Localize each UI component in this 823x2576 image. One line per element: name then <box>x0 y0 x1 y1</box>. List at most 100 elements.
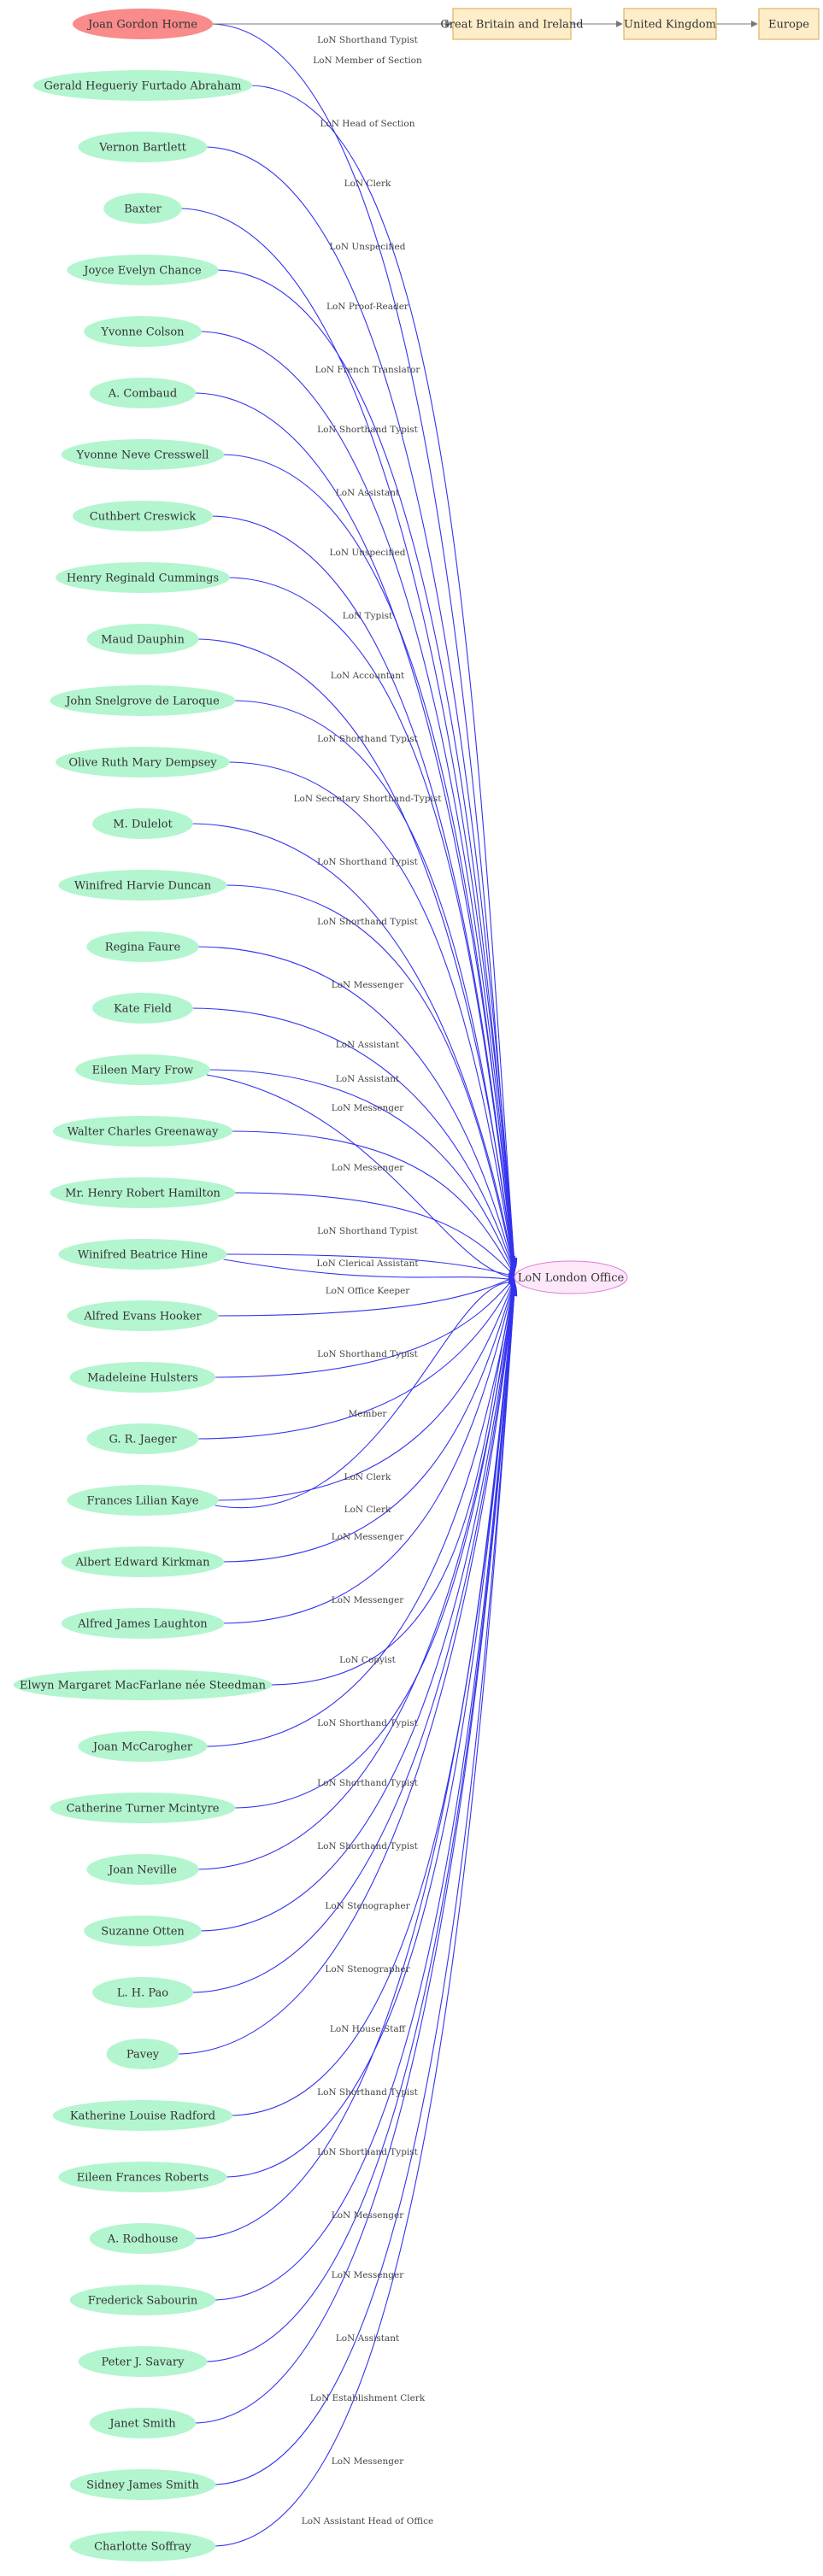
node-shape <box>58 870 227 901</box>
node-shape <box>72 501 214 531</box>
person-node-olive-ruth-mary-dempsey[interactable]: Olive Ruth Mary Dempsey <box>56 747 230 777</box>
person-node-baxter[interactable]: Baxter <box>103 193 182 224</box>
edge-label: LoN Shorthand Typist <box>317 1226 419 1236</box>
person-node-sidney-james-smith[interactable]: Sidney James Smith <box>69 2469 216 2500</box>
edge-joan-mccarogher <box>203 1281 517 1747</box>
person-node-peter-j-savary[interactable]: Peter J. Savary <box>78 2346 208 2377</box>
person-node-a-combaud[interactable]: A. Combaud <box>89 378 197 408</box>
person-node-katherine-louise-radford[interactable]: Katherine Louise Radford <box>52 2100 233 2131</box>
person-node-suzanne-otten[interactable]: Suzanne Otten <box>84 1916 202 1946</box>
edge-label: LoN Messenger <box>332 2456 404 2467</box>
node-label: Catherine Turner Mcintyre <box>67 1803 220 1816</box>
node-shape <box>84 1916 202 1946</box>
person-node-elwyn-margaret-macfarlane-n-e-steedman[interactable]: Elwyn Margaret MacFarlane née Steedman <box>13 1669 273 1700</box>
person-node-cuthbert-creswick[interactable]: Cuthbert Creswick <box>72 501 214 531</box>
edge-label: LoN Assistant <box>336 2333 400 2344</box>
person-node-mr-henry-robert-hamilton[interactable]: Mr. Henry Robert Hamilton <box>50 1177 236 1208</box>
node-shape <box>61 439 225 470</box>
edge-olive-ruth-mary-dempsey <box>226 761 517 1272</box>
node-label: Winifred Beatrice Hine <box>78 1249 209 1262</box>
person-node-catherine-turner-mcintyre[interactable]: Catherine Turner Mcintyre <box>50 1793 236 1823</box>
edge-label: LoN Messenger <box>332 2210 404 2221</box>
node-label: Kate Field <box>114 1003 172 1016</box>
edge-alfred-james-laughton <box>220 1279 517 1624</box>
person-node-henry-reginald-cummings[interactable]: Henry Reginald Cummings <box>56 562 230 593</box>
place-node-united-kingdom[interactable]: United Kingdom <box>623 8 717 40</box>
person-node-pavey[interactable]: Pavey <box>106 2039 179 2069</box>
person-node-a-rodhouse[interactable]: A. Rodhouse <box>89 2223 197 2254</box>
edge-mr-henry-robert-hamilton <box>232 1192 515 1276</box>
place-label: United Kingdom <box>624 19 716 32</box>
edge-label: LoN Establishment Clerk <box>310 2393 426 2403</box>
edge-label: LoN Copyist <box>339 1655 397 1665</box>
person-node-albert-edward-kirkman[interactable]: Albert Edward Kirkman <box>61 1546 225 1577</box>
person-node-winifred-beatrice-hine[interactable]: Winifred Beatrice Hine <box>58 1239 227 1270</box>
node-shape <box>69 2285 216 2315</box>
node-label: Joan Gordon Horne <box>86 19 197 32</box>
node-shape <box>75 1054 210 1085</box>
node-label: Janet Smith <box>108 2418 176 2431</box>
edge-gerald-hegueriy-furtado-abraham <box>249 85 518 1265</box>
place-node-great-britain-and-ireland[interactable]: Great Britain and Ireland <box>440 8 584 40</box>
node-label: Joan Neville <box>107 1864 177 1877</box>
place-node-europe[interactable]: Europe <box>758 8 820 40</box>
edge-henry-reginald-cummings <box>226 577 517 1270</box>
person-node-eileen-mary-frow[interactable]: Eileen Mary Frow <box>75 1054 210 1085</box>
edge-eileen-frances-roberts <box>223 1285 518 2178</box>
person-node-kate-field[interactable]: Kate Field <box>92 993 193 1024</box>
edge-baxter <box>178 208 518 1266</box>
node-shape <box>50 1177 236 1208</box>
node-shape <box>89 2223 197 2254</box>
person-node-walter-charles-greenaway[interactable]: Walter Charles Greenaway <box>52 1116 233 1147</box>
node-label: Pavey <box>126 2049 160 2062</box>
node-label: Cuthbert Creswick <box>90 511 197 524</box>
edge-winifred-harvie-duncan <box>223 884 517 1273</box>
person-node-regina-faure[interactable]: Regina Faure <box>86 931 199 962</box>
person-node-charlotte-soffray[interactable]: Charlotte Soffray <box>69 2531 216 2561</box>
edge-label: LoN Messenger <box>332 980 404 990</box>
node-shape <box>56 562 230 593</box>
node-shape <box>67 1300 219 1331</box>
edge-label: LoN Messenger <box>332 1595 404 1605</box>
edge-regina-faure <box>195 946 516 1274</box>
person-node-gerald-hegueriy-furtado-abraham[interactable]: Gerald Hegueriy Furtado Abraham <box>32 70 253 101</box>
person-node-john-snelgrove-de-laroque[interactable]: John Snelgrove de Laroque <box>50 685 236 716</box>
person-node-g-r-jaeger[interactable]: G. R. Jaeger <box>86 1423 199 1454</box>
person-node-eileen-frances-roberts[interactable]: Eileen Frances Roberts <box>58 2162 227 2192</box>
node-shape <box>92 1977 193 2008</box>
node-shape <box>89 378 197 408</box>
edge-label: LoN Office Keeper <box>326 1286 411 1296</box>
person-node-alfred-evans-hooker[interactable]: Alfred Evans Hooker <box>67 1300 219 1331</box>
node-label: M. Dulelot <box>113 819 173 831</box>
person-node-yvonne-colson[interactable]: Yvonne Colson <box>84 316 202 347</box>
person-node-frederick-sabourin[interactable]: Frederick Sabourin <box>69 2285 216 2315</box>
office-node[interactable]: LoN London Office <box>514 1260 628 1294</box>
node-shape <box>86 1423 199 1454</box>
person-node-vernon-bartlett[interactable]: Vernon Bartlett <box>78 132 208 162</box>
person-node-maud-dauphin[interactable]: Maud Dauphin <box>86 624 199 654</box>
edge-a-rodhouse <box>192 1286 518 2239</box>
node-label: Maud Dauphin <box>101 634 185 647</box>
node-label: G. R. Jaeger <box>109 1434 177 1446</box>
main-person-node[interactable]: Joan Gordon Horne <box>72 9 214 39</box>
person-node-joan-neville[interactable]: Joan Neville <box>86 1854 199 1885</box>
person-node-madeleine-hulsters[interactable]: Madeleine Hulsters <box>69 1362 216 1393</box>
place-shape <box>452 8 572 40</box>
person-node-janet-smith[interactable]: Janet Smith <box>89 2408 197 2438</box>
edge-label: LoN Clerk <box>344 1472 391 1482</box>
node-shape <box>69 2469 216 2500</box>
person-node-winifred-harvie-duncan[interactable]: Winifred Harvie Duncan <box>58 870 227 901</box>
edge-label: LoN Assistant <box>336 1074 400 1084</box>
person-node-joan-mccarogher[interactable]: Joan McCarogher <box>78 1731 208 1762</box>
node-label: John Snelgrove de Laroque <box>64 695 220 708</box>
person-node-joyce-evelyn-chance[interactable]: Joyce Evelyn Chance <box>67 255 219 285</box>
person-node-alfred-james-laughton[interactable]: Alfred James Laughton <box>61 1608 225 1639</box>
person-node-frances-lilian-kaye[interactable]: Frances Lilian Kaye <box>67 1485 219 1516</box>
person-node-yvonne-neve-cresswell[interactable]: Yvonne Neve Cresswell <box>61 439 225 470</box>
person-node-m-dulelot[interactable]: M. Dulelot <box>92 808 193 839</box>
node-shape <box>89 2408 197 2438</box>
person-node-l-h-pao[interactable]: L. H. Pao <box>92 1977 193 2008</box>
node-label: A. Combaud <box>108 388 178 401</box>
edge-madeleine-hulsters <box>212 1276 515 1378</box>
